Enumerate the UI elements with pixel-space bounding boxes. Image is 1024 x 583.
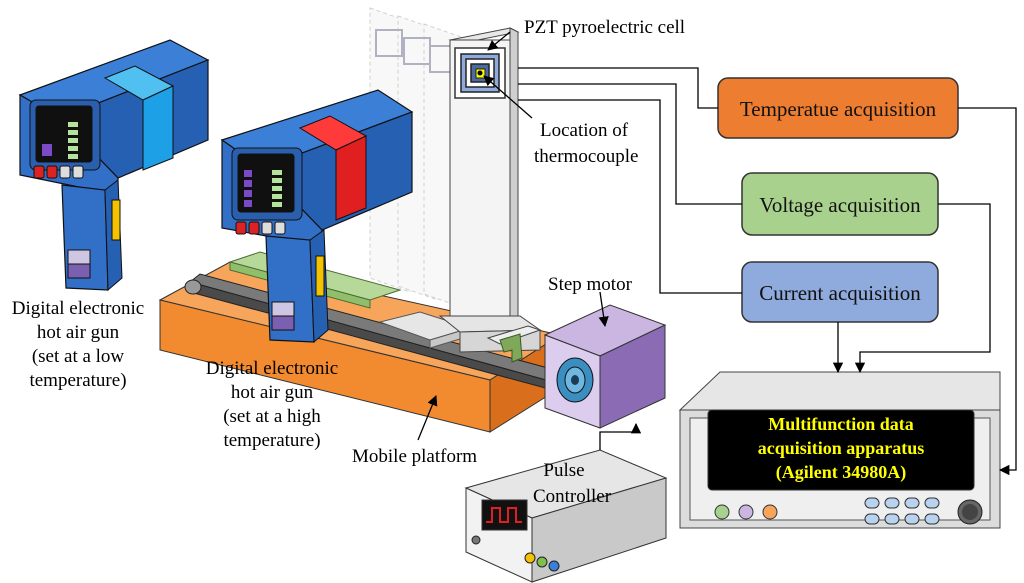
pzt-cell-icon: [454, 47, 506, 99]
gun-low-label-line2: hot air gun: [37, 322, 120, 343]
gun-high-label-line4: temperature): [223, 430, 320, 451]
daq-label-line2: acquisition apparatus: [758, 438, 925, 458]
gun-high-label-line1: Digital electronic: [206, 358, 338, 379]
current-acquisition-label: Current acquisition: [759, 281, 921, 305]
step-motor-label: Step motor: [548, 274, 633, 295]
voltage-acquisition-label: Voltage acquisition: [759, 193, 921, 217]
hot-air-gun-low: [18, 39, 210, 292]
thermocouple-label-line1: Location of: [540, 120, 629, 141]
daq-label-line3: (Agilent 34980A): [776, 462, 906, 483]
mobile-platform-label: Mobile platform: [352, 446, 477, 467]
current-acquisition-box: [741, 261, 939, 323]
pulse-controller-label-line1: Pulse: [543, 460, 584, 481]
gun-low-label-line1: Digital electronic: [12, 298, 144, 319]
pulse-controller-label-line2: Controller: [533, 486, 612, 507]
step-motor-icon: [543, 304, 667, 429]
pulse-controller-icon: [464, 449, 668, 583]
pzt-cell-label: PZT pyroelectric cell: [524, 17, 685, 38]
gun-high-label-line2: hot air gun: [231, 382, 314, 403]
daq-label-line1: Multifunction data: [768, 414, 914, 434]
wires: [417, 31, 1017, 476]
thermocouple-label-line2: thermocouple: [534, 146, 638, 167]
gun-low-label-line4: temperature): [29, 370, 126, 391]
hot-air-gun-high: [220, 89, 414, 344]
gun-low-label-line3: (set at a low: [32, 346, 125, 367]
temperature-acquisition-label: Temperatue acquisition: [740, 97, 937, 121]
gun-high-label-line3: (set at a high: [223, 406, 321, 427]
daq-device: [678, 371, 1001, 529]
